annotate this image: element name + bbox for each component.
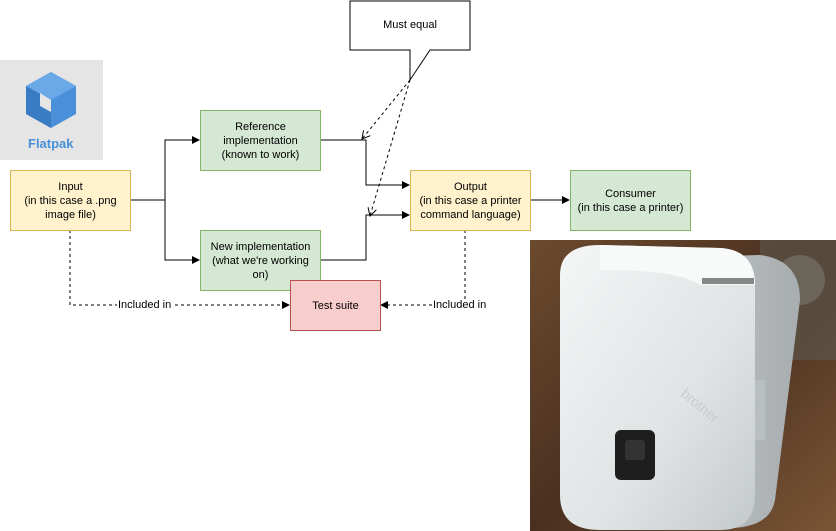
included-in-label-left: Included in — [117, 299, 173, 311]
must-equal-callout — [349, 0, 471, 82]
callout-leader-new — [370, 79, 411, 216]
must-equal-label: Must equal — [383, 19, 437, 31]
edge-input-reference — [130, 136, 200, 201]
output-box: Output (in this case a printer command l… — [410, 170, 531, 231]
edge-input-new — [164, 200, 199, 261]
flatpak-logo — [0, 60, 103, 160]
edge-input-testsuite — [69, 230, 290, 309]
flatpak-logo-icon — [26, 72, 76, 128]
edge-output-testsuite — [380, 230, 466, 309]
edge-new-output — [321, 211, 410, 261]
label-printer-photo: brother — [530, 240, 836, 531]
flatpak-logo-text: Flatpak — [28, 136, 74, 151]
reference-implementation-box: Reference implementation (known to work) — [200, 110, 321, 171]
callout-leader-reference — [362, 79, 411, 139]
consumer-box: Consumer (in this case a printer) — [570, 170, 691, 231]
edge-reference-output — [321, 139, 410, 189]
included-in-label-right: Included in — [432, 299, 488, 311]
input-box: Input (in this case a .png image file) — [10, 170, 131, 231]
new-implementation-box: New implementation (what we're working o… — [200, 230, 321, 291]
test-suite-box: Test suite — [290, 280, 381, 331]
